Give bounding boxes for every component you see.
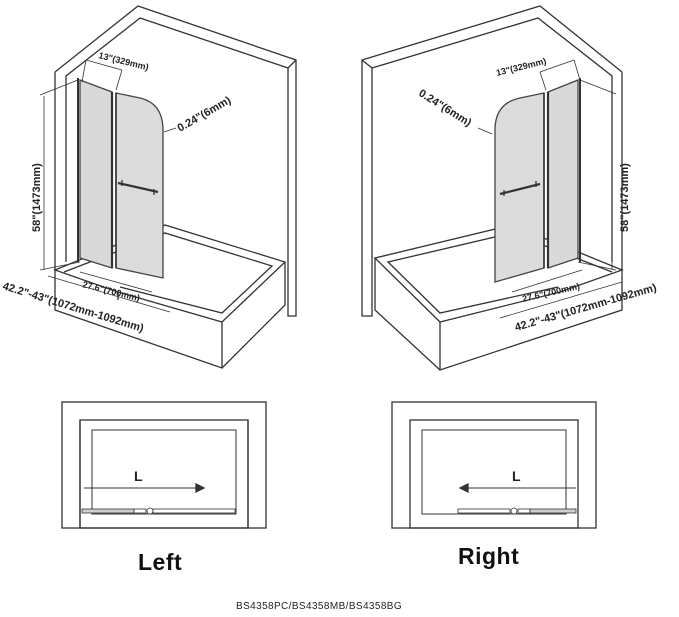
left-glass-fixed xyxy=(79,79,113,269)
right-tub-front xyxy=(439,270,623,371)
left-dim-panel-top: 13"(329mm) xyxy=(98,50,150,72)
left-back-wall xyxy=(54,5,297,317)
left-dim-glass: 0.24"(6mm) xyxy=(176,94,234,134)
left-iso-view xyxy=(39,5,297,369)
caption-right: Right xyxy=(458,543,520,569)
model-numbers: BS4358PC/BS4358MB/BS4358BG xyxy=(236,601,403,612)
right-glass-door xyxy=(494,92,545,283)
right-back-wall xyxy=(361,5,623,317)
right-dim-panel-top: 13"(329mm) xyxy=(495,56,547,78)
caption-left: Left xyxy=(138,549,183,575)
right-plan-view xyxy=(391,401,597,529)
right-dim-glass: 0.24"(6mm) xyxy=(416,87,473,129)
left-plan-letter: L xyxy=(134,468,143,484)
left-dim-width-bottom: 27.6"(700mm) xyxy=(82,279,141,303)
right-dim-height: 58"(1473mm) xyxy=(619,163,631,232)
right-dim-width-bottom: 27.6"(700mm) xyxy=(521,281,581,304)
left-towel-bar xyxy=(117,181,159,194)
right-iso-view xyxy=(361,5,624,371)
right-plan-letter: L xyxy=(512,468,521,484)
left-glass-door xyxy=(115,92,164,279)
right-towel-bar xyxy=(499,182,541,196)
right-glass-fixed xyxy=(547,79,579,269)
left-tub-front xyxy=(54,270,223,369)
left-plan-view xyxy=(61,401,267,529)
left-dim-height: 58"(1473mm) xyxy=(31,163,43,232)
